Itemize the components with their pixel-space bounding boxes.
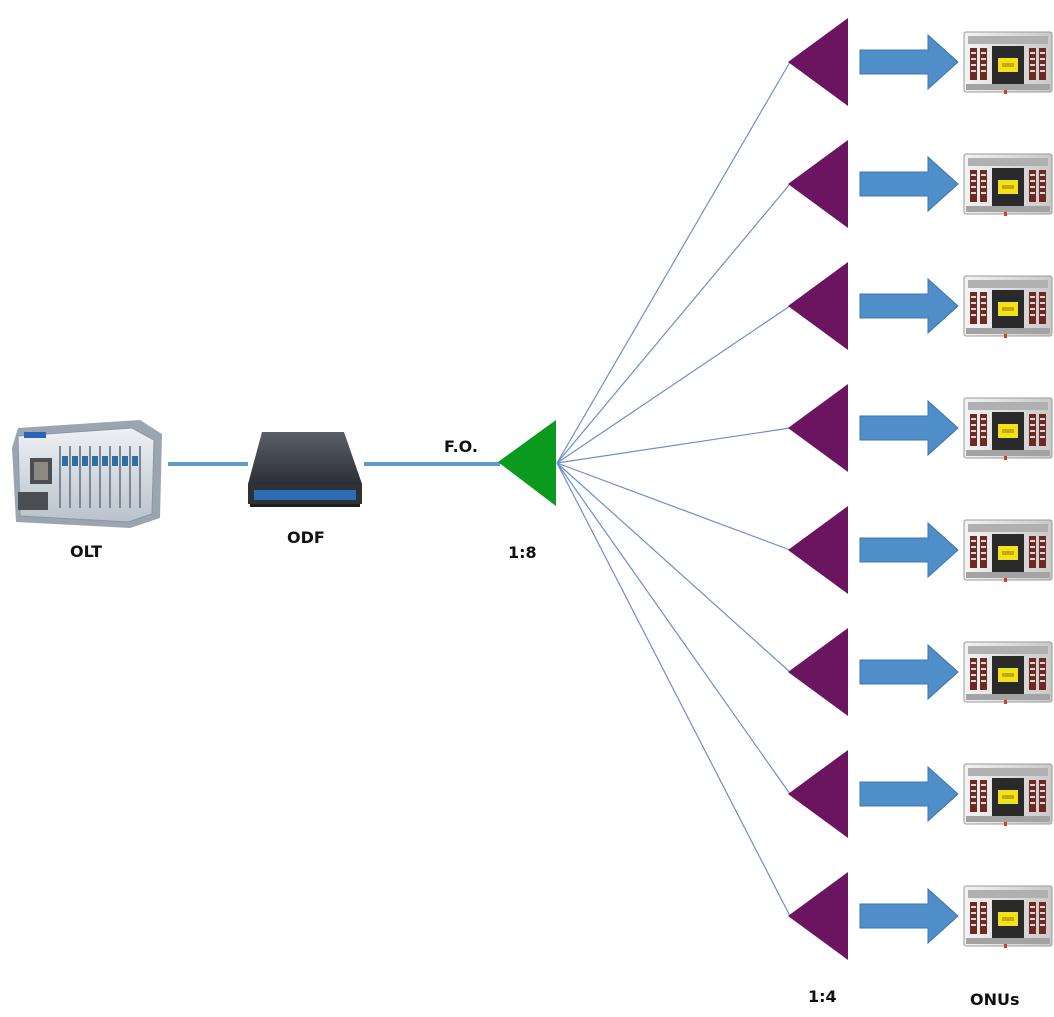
arrow-icon bbox=[859, 765, 959, 823]
fan-fiber-line-8 bbox=[556, 462, 791, 917]
secondary-splitter-8 bbox=[788, 872, 848, 960]
arrow-icon bbox=[859, 277, 959, 335]
onu-device-icon bbox=[963, 397, 1053, 460]
olt-label: OLT bbox=[70, 542, 103, 561]
fiber-label: F.O. bbox=[444, 437, 478, 456]
fan-fiber-line-6 bbox=[556, 462, 791, 673]
fan-fiber-line-5 bbox=[556, 462, 791, 551]
fan-fiber-line-1 bbox=[556, 61, 791, 464]
onu-device-icon bbox=[963, 31, 1053, 94]
onu-device-icon bbox=[963, 275, 1053, 338]
splitter-fan-out-fibers bbox=[556, 61, 791, 917]
odf-label: ODF bbox=[287, 528, 325, 547]
onu-device-icon bbox=[963, 885, 1053, 948]
arrow-icon bbox=[859, 887, 959, 945]
olt-chassis-icon bbox=[12, 420, 162, 528]
secondary-ratio-label: 1:4 bbox=[808, 987, 837, 1006]
secondary-splitter-7 bbox=[788, 750, 848, 838]
secondary-splitter-6 bbox=[788, 628, 848, 716]
secondary-splitter-4 bbox=[788, 384, 848, 472]
arrow-icon bbox=[859, 155, 959, 213]
onu-device-icon bbox=[963, 519, 1053, 582]
arrow-icon bbox=[859, 521, 959, 579]
arrow-icon bbox=[859, 643, 959, 701]
fan-fiber-line-4 bbox=[556, 427, 791, 464]
fan-fiber-line-2 bbox=[556, 183, 791, 464]
secondary-splitter-5 bbox=[788, 506, 848, 594]
onu-device-icon bbox=[963, 641, 1053, 704]
odf-rack-unit-icon bbox=[248, 432, 362, 507]
secondary-splitter-1 bbox=[788, 18, 848, 106]
onu-device-icon bbox=[963, 153, 1053, 216]
arrow-icon bbox=[859, 399, 959, 457]
onus-label: ONUs bbox=[970, 990, 1020, 1009]
branch-group bbox=[788, 18, 1053, 960]
primary-splitter-1-8 bbox=[498, 420, 556, 506]
arrow-icon bbox=[859, 33, 959, 91]
fan-fiber-line-3 bbox=[556, 305, 791, 464]
secondary-splitter-3 bbox=[788, 262, 848, 350]
onu-device-icon bbox=[963, 763, 1053, 826]
primary-ratio-label: 1:8 bbox=[508, 543, 537, 562]
fan-fiber-line-7 bbox=[556, 462, 791, 795]
secondary-splitter-2 bbox=[788, 140, 848, 228]
